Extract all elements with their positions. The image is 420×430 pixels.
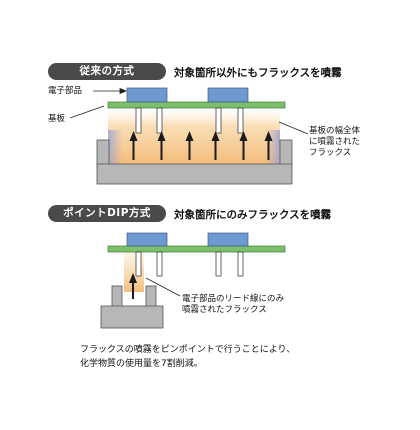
note-line: 基板の幅全体 <box>309 126 361 136</box>
electronic-component <box>207 232 249 247</box>
note-line: フラックス <box>309 148 352 158</box>
lead-only-flux-note: 電子部品のリード線にのみ 噴霧されたフラックス <box>182 294 284 316</box>
component-leads <box>135 251 244 277</box>
spray-nozzle-point <box>100 285 164 329</box>
spray-arrow <box>129 273 137 299</box>
spray-arrows <box>129 131 273 160</box>
electronic-component <box>207 87 249 103</box>
summary-line: 化学物質の使用量を7割削減。 <box>80 359 203 369</box>
conventional-method-badge: 従来の方式 <box>48 63 166 80</box>
spray-nozzle-wide <box>96 139 293 185</box>
electronic-component-label: 電子部品 <box>48 86 83 96</box>
point-dip-diagram <box>100 232 286 329</box>
conventional-method-title: 対象箇所以外にもフラックスを噴霧 <box>174 67 342 79</box>
board-wide-flux-note: 基板の幅全体 に噴霧された フラックス <box>309 126 360 159</box>
electronic-component <box>126 87 168 103</box>
summary-text: フラックスの噴霧をピンポイントで行うことにより、 化学物質の使用量を7割削減。 <box>80 343 295 371</box>
circuit-board <box>107 245 286 253</box>
flux-edge-tint-left <box>108 130 122 164</box>
summary-line: フラックスの噴霧をピンポイントで行うことにより、 <box>80 345 296 355</box>
note-line: 噴霧されたフラックス <box>182 305 267 315</box>
note-line: に噴霧された <box>309 137 361 147</box>
point-dip-method-badge: ポイントDIP方式 <box>48 205 166 222</box>
callout-lines <box>69 87 309 135</box>
note-line: 電子部品のリード線にのみ <box>182 294 285 304</box>
electronic-component <box>126 232 168 247</box>
conventional-diagram <box>69 87 309 185</box>
circuit-board <box>107 101 286 109</box>
callout-line <box>145 277 181 297</box>
component-leads <box>135 107 244 134</box>
point-dip-method-title: 対象箇所にのみフラックスを噴霧 <box>174 209 332 221</box>
board-label: 基板 <box>48 114 66 124</box>
